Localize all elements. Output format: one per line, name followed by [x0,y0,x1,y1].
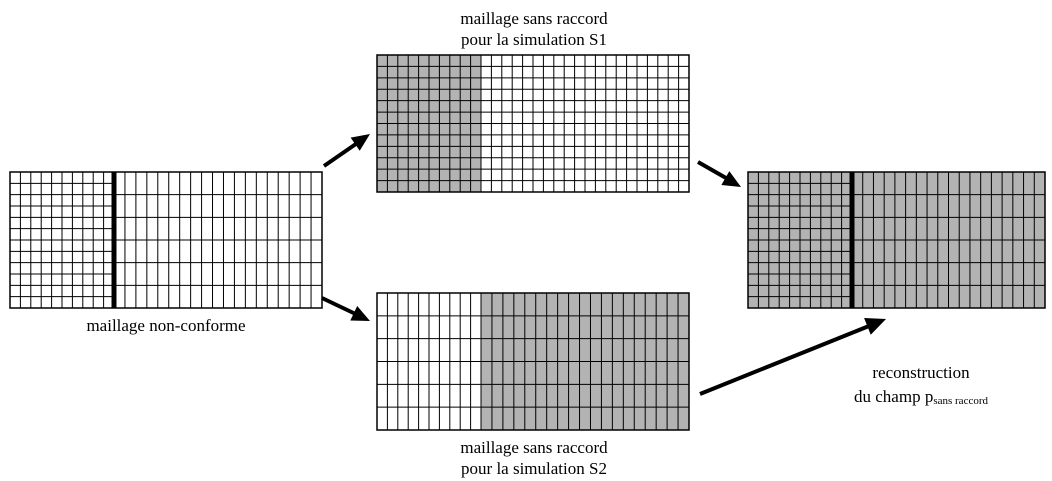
nonconforming-mesh [9,171,323,309]
grid-lines [748,172,1045,308]
arrows [321,134,886,396]
arrow-to-s2-head [350,306,370,321]
grid-lines [377,293,689,430]
mesh-border [747,171,1046,309]
s1-mesh-title-line2: pour la simulation S1 [461,30,607,49]
reconstruction-label-prefix: du champ p [854,387,933,406]
reconstruction-label-subscript: sans raccord [933,395,988,407]
nonconforming-mesh-label: maillage non-conforme [86,316,245,335]
arrow-to-s1-head [350,134,370,151]
s2-mesh [376,292,690,431]
mesh-border [376,54,690,193]
s2-mesh-title-line2: pour la simulation S2 [461,459,607,478]
arrow-s1-to-reconstruction-head [721,171,741,187]
grid-lines [10,172,322,308]
reconstructed-mesh [747,171,1046,309]
arrow-s2-to-reconstruction [699,322,875,396]
arrow-s2-to-reconstruction-head [864,318,886,335]
reconstruction-label-line2: du champ psans raccord [854,387,988,407]
s2-mesh-title-line1: maillage sans raccord [460,438,608,457]
s1-mesh-title-line1: maillage sans raccord [460,9,608,28]
reconstruction-label-line1: reconstruction [872,363,970,382]
mesh-border [376,292,690,431]
s1-mesh [376,54,690,193]
mesh-border [9,171,323,309]
grid-lines [377,55,689,192]
